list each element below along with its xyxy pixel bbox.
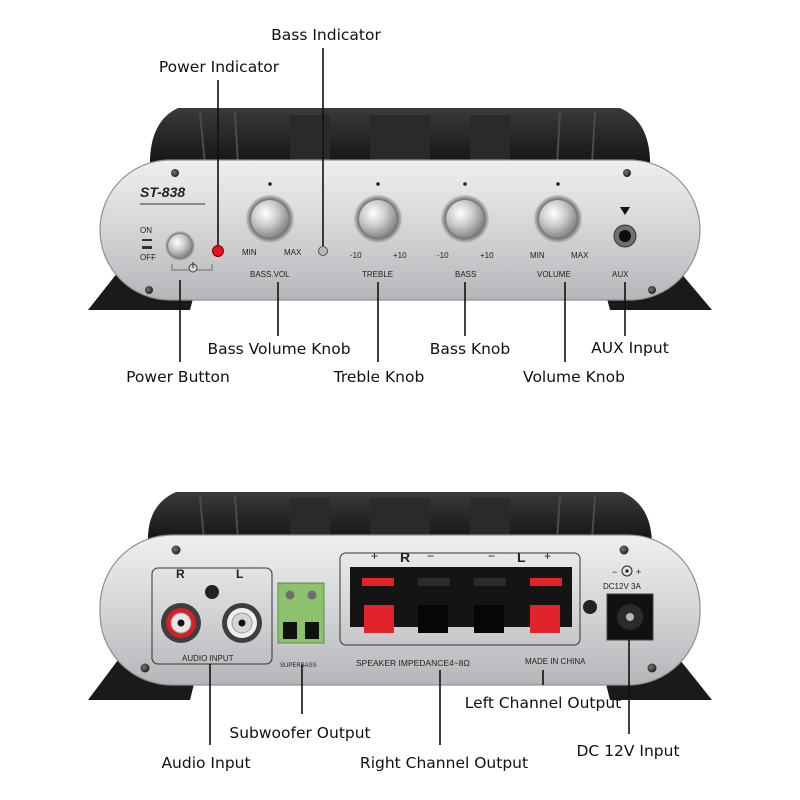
bass-volume-knob[interactable] (246, 195, 294, 243)
treble-min: -10 (350, 251, 362, 260)
speaker-terminal-left-plus[interactable] (530, 578, 562, 633)
treble-knob[interactable] (354, 195, 402, 243)
superbass-label: SUPERBASS (280, 663, 317, 669)
right-minus-label: − (427, 549, 434, 563)
rear-callout-lines (209, 640, 630, 745)
speaker-terminal-right-plus[interactable] (362, 578, 394, 633)
treble-max: +10 (393, 251, 407, 260)
volume-min: MIN (530, 251, 545, 260)
top-print-3 (470, 115, 510, 160)
rca-l-label: L (236, 567, 243, 581)
screw-icon (648, 286, 656, 294)
switch-on-mark (142, 239, 152, 241)
treble-label: TREBLE (362, 270, 393, 279)
screw-icon (619, 545, 629, 555)
subwoofer-terminal[interactable] (277, 582, 325, 644)
aux-arrow-icon (620, 207, 630, 215)
rear-amplifier: R L AUDIO INPUT SUPERBASS + R − (88, 492, 712, 700)
dc-polarity-icon: − + (612, 565, 641, 577)
left-minus-label: − (488, 549, 495, 563)
bass-max: +10 (480, 251, 494, 260)
speaker-terminal-right-minus[interactable] (418, 578, 450, 633)
volume-max: MAX (571, 251, 589, 260)
audio-input-frame (151, 567, 273, 665)
switch-off-label: OFF (140, 253, 156, 262)
screw-icon (205, 585, 219, 599)
bass-vol-min: MIN (242, 248, 257, 257)
made-in-label: MADE IN CHINA (525, 657, 586, 666)
dc-rating-label: DC12V 3A (603, 582, 641, 591)
screw-icon (583, 600, 597, 614)
callout-bass-indicator: Bass Indicator (271, 26, 381, 44)
callout-treble-knob: Treble Knob (333, 368, 425, 386)
svg-text:−: − (612, 567, 617, 577)
svg-text:+: + (636, 567, 641, 577)
screw-icon (140, 663, 150, 673)
rca-r-label: R (176, 567, 185, 581)
callout-dc-12v-input: DC 12V Input (576, 742, 679, 760)
screw-icon (145, 286, 153, 294)
volume-knob[interactable] (534, 195, 582, 243)
left-l-label: L (517, 549, 526, 565)
callout-power-indicator: Power Indicator (159, 58, 280, 76)
dc-jack[interactable] (606, 593, 654, 641)
aux-label: AUX (612, 270, 629, 279)
bass-min: -10 (437, 251, 449, 260)
speaker-impedance-label: SPEAKER IMPEDANCE4~8Ω (356, 658, 470, 668)
audio-input-panel-label: AUDIO INPUT (182, 654, 234, 663)
bass-knob[interactable] (441, 195, 489, 243)
screw-icon (171, 169, 179, 177)
callout-volume-knob: Volume Knob (523, 368, 625, 386)
front-callout-lines (179, 48, 626, 362)
power-symbol-icon (188, 262, 198, 273)
right-plus-label: + (371, 549, 378, 563)
volume-label: VOLUME (537, 270, 571, 279)
left-plus-label: + (544, 549, 551, 563)
top-print-1 (290, 115, 330, 160)
bass-indicator-led (318, 246, 328, 256)
bass-vol-max: MAX (284, 248, 302, 257)
speaker-frame (339, 552, 581, 646)
screw-icon (623, 169, 631, 177)
callout-aux-input: AUX Input (591, 339, 669, 357)
front-amplifier: ST-838 ON OFF MIN MAX BASS.VOL (88, 108, 712, 310)
power-button[interactable] (165, 231, 195, 261)
bass-label: BASS (455, 270, 476, 279)
callout-bass-knob: Bass Knob (430, 340, 511, 358)
heatsink-fins (199, 111, 596, 166)
callout-audio-input: Audio Input (161, 754, 250, 772)
model-label: ST-838 (140, 184, 185, 200)
top-print-2 (370, 115, 430, 160)
screw-icon (647, 663, 657, 673)
screw-icon (171, 545, 181, 555)
callout-right-channel-output: Right Channel Output (360, 754, 528, 772)
aux-jack[interactable] (613, 224, 637, 248)
callout-bass-volume-knob: Bass Volume Knob (207, 340, 350, 358)
right-r-label: R (400, 549, 410, 565)
rca-input-right[interactable] (161, 603, 201, 643)
speaker-terminal-left-minus[interactable] (474, 578, 506, 633)
front-panel (99, 159, 701, 301)
bass-vol-label: BASS.VOL (250, 270, 290, 279)
rca-input-left[interactable] (222, 603, 262, 643)
switch-off-mark (142, 246, 152, 249)
callout-power-button: Power Button (126, 368, 230, 386)
callout-left-channel-output: Left Channel Output (465, 694, 622, 712)
switch-on-label: ON (140, 226, 152, 235)
callout-subwoofer-output: Subwoofer Output (229, 724, 370, 742)
rear-heatsink-fins (199, 495, 596, 541)
power-led (212, 245, 224, 257)
